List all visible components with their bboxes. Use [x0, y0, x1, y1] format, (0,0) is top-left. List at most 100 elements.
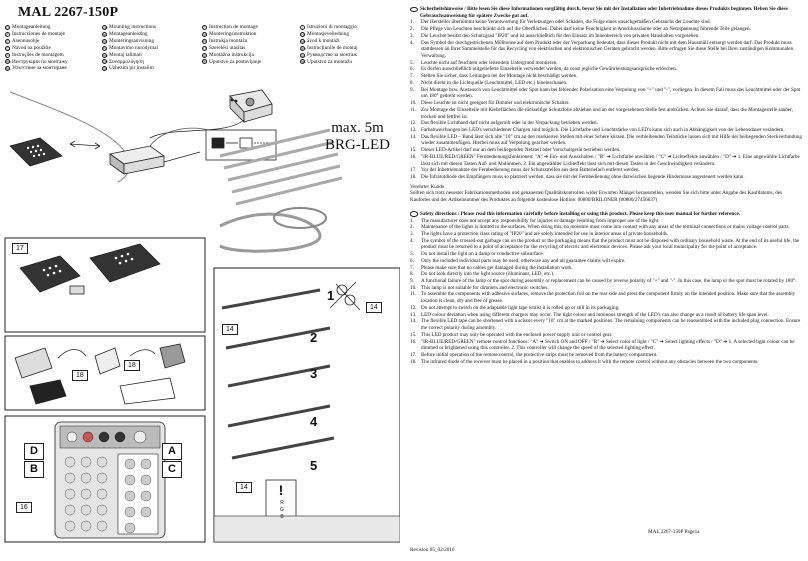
item-text: To assemble the components with adhesive… [421, 291, 796, 305]
german-list: 1.Der Hersteller übernimmt keine Verantw… [410, 19, 802, 180]
language-code-icon: UA [300, 52, 306, 58]
list-item: 17.Vor der Inbetriebnahme der Fernbedien… [410, 167, 802, 174]
language-label: Montageanleiding [109, 30, 148, 37]
item-text: Die Leuchte besitzt den Schutzgrad "IP20… [421, 32, 700, 39]
list-item: 3. The lights have a protection class rat… [410, 231, 802, 238]
language-label: Instrucțiunile de montaj [307, 44, 358, 51]
language-label: Montážna inštrukcija [209, 51, 254, 58]
item-number: 1. [410, 217, 414, 224]
item-text: The flexible LED tape can be shortened w… [421, 318, 801, 332]
polarity-labels: R G B [272, 500, 292, 521]
list-item: 18.The infrared diode of the receiver mu… [410, 359, 802, 366]
step-5: 5 [310, 458, 318, 473]
item-text: Die Infrarotdiode des Empfängers muss so… [421, 173, 745, 180]
figure-number-14c: 14 [236, 482, 252, 493]
item-number: 2. [410, 224, 414, 231]
item-number: 18. [410, 358, 417, 365]
step-4: 4 [310, 414, 318, 429]
revision: Revision 05_02/2016 [410, 547, 455, 553]
item-text: Diese Leuchte ist nicht geeignet für Dim… [421, 100, 570, 107]
item-text: Do not look directly into the light sour… [421, 271, 555, 278]
item-number: 9. [410, 86, 414, 93]
list-item: 8.Nicht direkt in die Lichtquelle (Leuch… [410, 80, 802, 87]
item-text: Das flexible Lichtband darf nicht aufger… [421, 120, 598, 127]
language-label: Упътствие за монтиране [12, 65, 67, 72]
list-item: 1. The manufacturer does not accept any r… [410, 218, 802, 225]
german-title-text: Sicherheitshinweise / Bitte lesen Sie di… [420, 6, 788, 19]
figure-number-16: 16 [16, 502, 32, 513]
instructions-text: Sicherheitshinweise / Bitte lesen Sie di… [410, 6, 802, 365]
item-text: The manufacturer does not accept any res… [421, 217, 660, 224]
language-code-icon: E [5, 38, 10, 44]
list-item: 10.Diese Leuchte ist nicht geeignet für … [410, 100, 802, 107]
language-code-icon: RU [5, 59, 11, 65]
item-text: Der Hersteller übernimmt keine Verantwor… [421, 19, 711, 26]
language-code-icon: CZ [5, 45, 11, 51]
language-label: Instruções de montagem [12, 51, 64, 58]
item-text: "IR-BLUE/RED/GREEN" Fernbedienungsfunkti… [421, 153, 800, 167]
item-number: 14. [410, 318, 417, 325]
remote-keypad-illustration [54, 421, 166, 539]
english-list: 1. The manufacturer does not accept any r… [410, 218, 802, 366]
language-label: Uzhezim pir instalim [109, 65, 154, 72]
language-label: Szerelési utasítás [209, 44, 246, 51]
led-strip-icon [219, 128, 343, 253]
list-item: 13.LED colour deviation when using diffe… [410, 312, 802, 319]
list-item: 4.The symbol of the crossed-out garbage … [410, 238, 802, 251]
list-item: 7.Stellen Sie sicher, dass Leitungen bei… [410, 73, 802, 80]
page-reference: MAL 2267-150P Page1a [648, 529, 700, 535]
item-number: 14. [410, 133, 417, 140]
figure-number-14b: 14 [222, 324, 238, 335]
remote-battery-illustration [19, 243, 161, 295]
customer-text: Sollten sich trotz neuester Fabrikations… [410, 190, 783, 204]
language-flag-icon [410, 6, 418, 12]
language-code-icon: N [300, 31, 305, 37]
english-title-text: Safety directions / Please read this inf… [420, 210, 741, 217]
item-text: Do not install the light on a damp or co… [421, 251, 544, 258]
remote-label-c: C [162, 461, 182, 478]
language-code-icon: DK [202, 31, 208, 37]
language-code-icon: HR [300, 38, 306, 44]
language-label: Instrucciones de montaje [12, 30, 65, 37]
item-text: Farbabweichungen bei LED's verschiedener… [421, 126, 785, 133]
list-item: 11.To assemble the components with adhes… [410, 291, 802, 304]
led-type-text: BRG-LED [325, 137, 390, 153]
language-code-icon: GB [102, 24, 108, 30]
remote-control-icon [9, 137, 63, 167]
language-label: Instruction de montage [209, 24, 258, 30]
item-number: 13. [410, 126, 417, 133]
figure-number-18b: 18 [124, 360, 140, 371]
item-number: 17. [410, 167, 417, 174]
list-item: 13. Farbabweichungen bei LED's verschiede… [410, 127, 802, 134]
language-label: Návod na použitie [12, 44, 51, 51]
item-number: 6. [410, 66, 414, 73]
list-item: 5.Do not install the light on a damp or … [410, 251, 802, 258]
item-number: 3. [410, 231, 414, 237]
language-code-icon: RS [202, 59, 208, 65]
list-item: 16."IR-BLUE/RED/GREEN" Fernbedienungsfun… [410, 154, 802, 167]
language-code-icon: NL [102, 31, 108, 37]
language-label: Инструкции по монтажу [12, 58, 68, 65]
customer-heading: Verehrter Kunde [410, 183, 445, 190]
list-item: 11.Zur Montage der Einzelteile mit Klebe… [410, 107, 802, 120]
language-label: Рукводство за монтаж [307, 51, 357, 58]
receiver-mounting-illustration [14, 343, 186, 405]
list-item: 8.Do not look directly into the light so… [410, 271, 802, 278]
item-number: 15. [410, 331, 417, 338]
item-number: 13. [410, 311, 417, 318]
assembly-illustration [4, 89, 400, 543]
item-text: The lights have a protection class ratin… [421, 231, 669, 237]
list-item: 7.Please make sure that no cables get da… [410, 265, 802, 272]
